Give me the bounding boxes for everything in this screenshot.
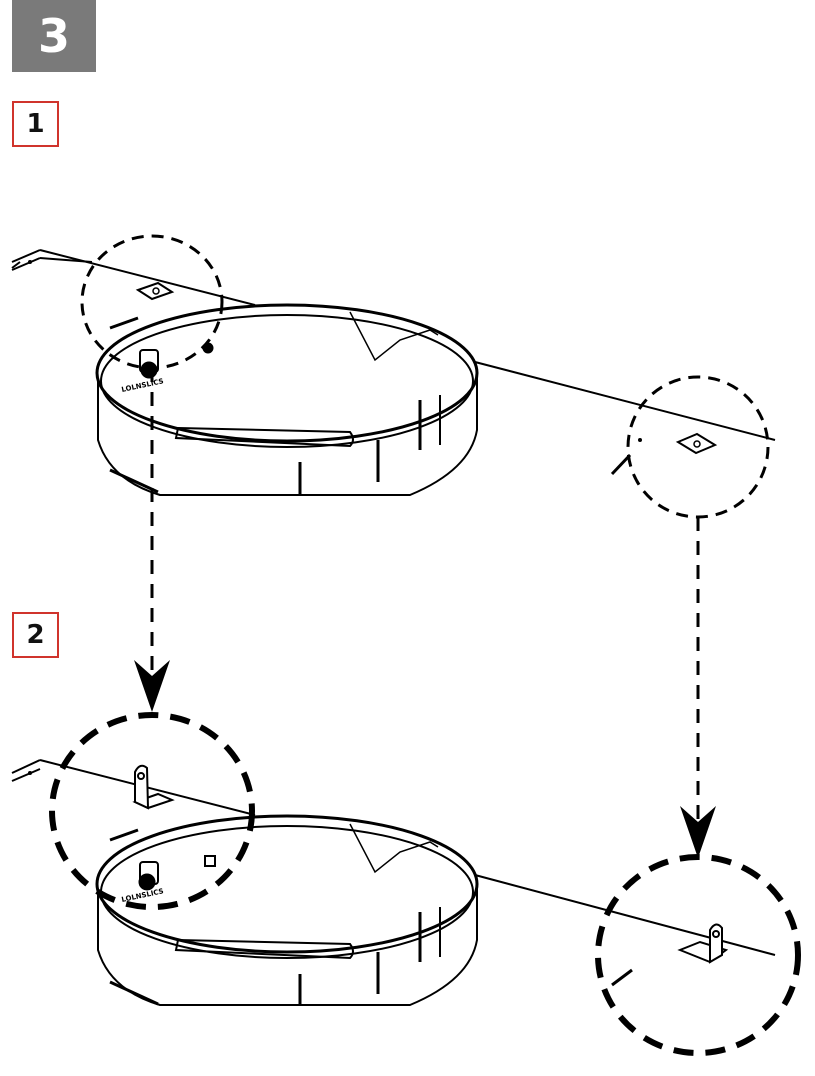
mounting-tab-flat-right: [675, 432, 718, 455]
panel-slot: [611, 968, 633, 987]
panel-2-illustration: LOLNSLICS: [11, 712, 801, 1056]
step-number-badge: 3: [12, 0, 96, 72]
substep-1-badge: 1: [12, 101, 59, 147]
substep-1-number: 1: [26, 109, 45, 139]
transition-arrows: [134, 368, 716, 858]
arrow-right-head: [680, 806, 716, 858]
ceiling-panel-1: [11, 249, 776, 441]
step-number: 3: [37, 9, 70, 63]
fixture-housing-2: [95, 814, 479, 1006]
mounting-tab-flat-left: [135, 281, 175, 301]
arrow-left-head: [134, 660, 170, 712]
callout-circle-right-2: [595, 854, 801, 1056]
substep-2-badge: 2: [12, 612, 59, 658]
mounting-tab-bent-left: [132, 764, 175, 810]
panel-1-illustration: LOLNSLICS: [11, 234, 776, 519]
substep-2-number: 2: [26, 620, 45, 650]
panel-screw-hole: [28, 260, 32, 264]
mounting-tab-bent-right: [677, 923, 729, 964]
callout-circle-left-2: [49, 712, 255, 910]
panel-slot: [109, 316, 139, 330]
fixture-housing-1: [95, 303, 479, 496]
panel-slot: [610, 453, 632, 476]
